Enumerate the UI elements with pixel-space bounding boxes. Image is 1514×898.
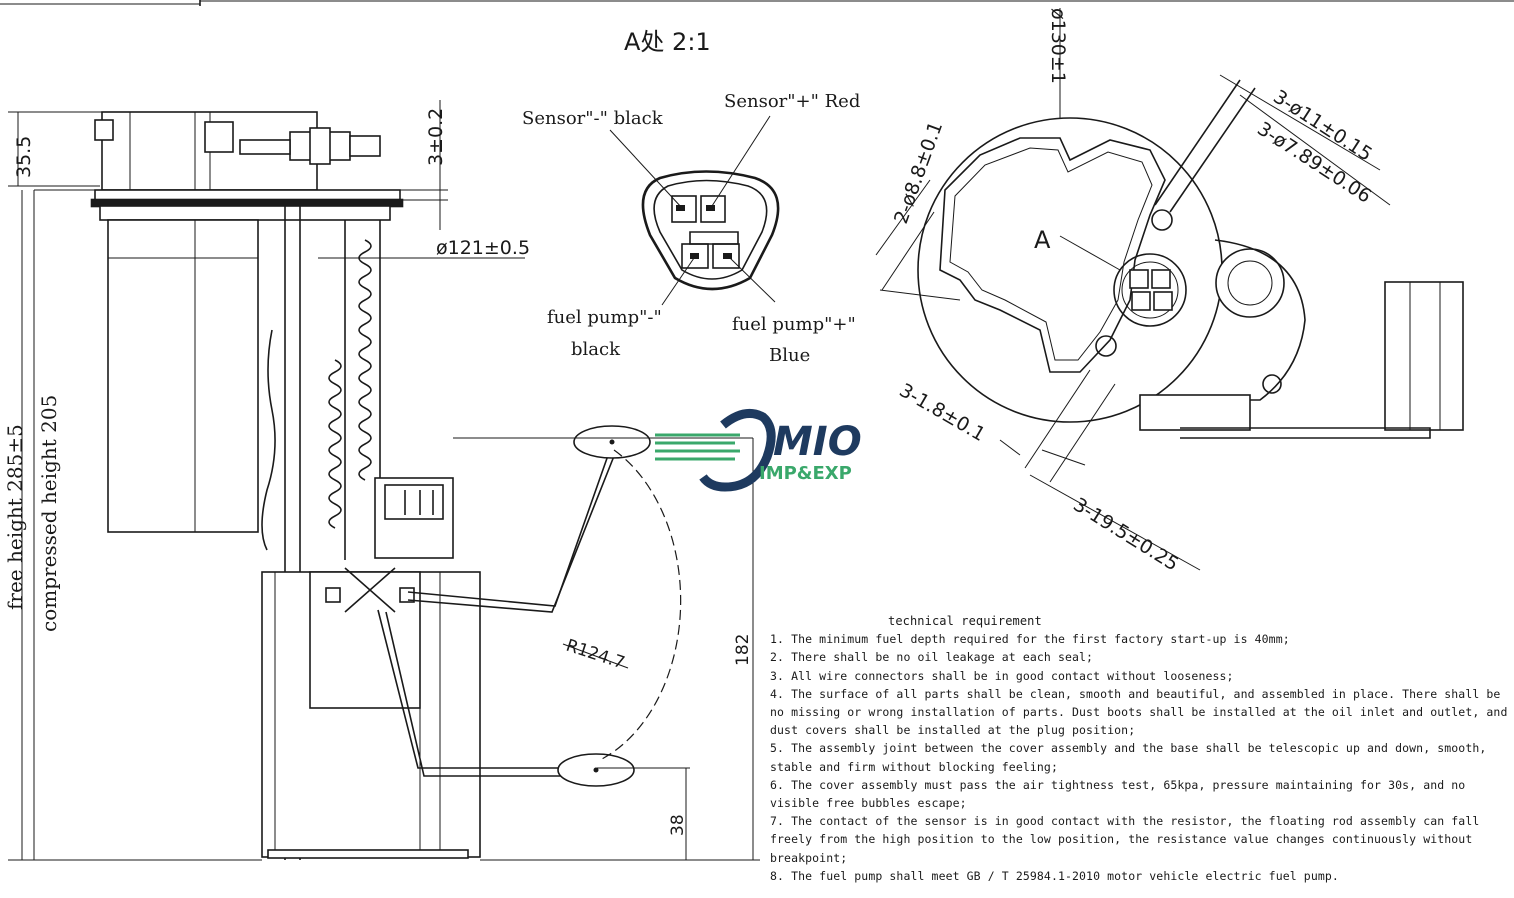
pump-plus-color: Blue xyxy=(769,345,810,366)
side-view xyxy=(90,111,682,860)
detail-title: A处 2:1 xyxy=(624,28,711,56)
tech-item: 3. All wire connectors shall be in good … xyxy=(770,668,1234,683)
compressed-height-label: compressed height 205 xyxy=(37,395,61,632)
tech-item: 5. The assembly joint between the cover … xyxy=(770,741,1487,774)
top-dimensions xyxy=(875,8,1391,571)
dim-35-5: 35.5 xyxy=(13,136,35,178)
dim-19-5: 3-19.5±0.25 xyxy=(1069,494,1182,576)
dim-38: 38 xyxy=(668,814,688,836)
dim-3-0-2: 3±0.2 xyxy=(425,108,447,166)
outlet-port xyxy=(1215,248,1285,318)
sensor-minus-label: Sensor"-" black xyxy=(522,108,664,129)
cover-plate xyxy=(939,137,1166,373)
connector-detail xyxy=(609,115,780,306)
pump-plus-label: fuel pump"+" xyxy=(732,314,856,335)
tech-item: 4. The surface of all parts shall be cle… xyxy=(770,686,1508,738)
pump-minus-label: fuel pump"-" xyxy=(547,307,662,328)
dim-8-8: 2-ø8.8±0.1 xyxy=(890,119,947,227)
dim-r124-7: R124.7 xyxy=(563,636,627,674)
tech-item: 6. The cover assembly must pass the air … xyxy=(770,777,1466,811)
logo-sub: IMP&EXP xyxy=(759,463,852,484)
free-height-label: free height 285±5 xyxy=(3,424,27,610)
side-dimensions xyxy=(8,100,760,861)
float-arm-low xyxy=(377,609,597,769)
float-arc xyxy=(599,449,682,761)
tech-item: 8. The fuel pump shall meet GB / T 25984… xyxy=(770,868,1339,883)
dim-182: 182 xyxy=(733,634,753,666)
float-top-view xyxy=(1384,281,1464,431)
marker-a: A xyxy=(1034,226,1051,254)
top-view xyxy=(879,79,1464,483)
logo-name: MIO xyxy=(773,419,862,465)
reservoir xyxy=(107,219,259,533)
coil-hose xyxy=(358,239,372,481)
technical-requirements: technical requirement 1. The minimum fue… xyxy=(770,612,1510,885)
sensor-plus-label: Sensor"+" Red xyxy=(724,91,860,112)
pump-minus-color: black xyxy=(571,339,621,360)
tech-item: 7. The contact of the sensor is in good … xyxy=(770,814,1480,865)
dim-121: ø121±0.5 xyxy=(436,237,530,259)
connector-socket xyxy=(1113,253,1187,327)
logo-mark xyxy=(699,408,776,492)
dim-130: ø130±1 xyxy=(1047,8,1069,84)
tech-item: 2. There shall be no oil leakage at each… xyxy=(770,650,1094,665)
tech-title: technical requirement xyxy=(888,614,1042,628)
mio-logo: MIO IMP&EXP xyxy=(655,408,862,492)
tech-item: 1. The minimum fuel depth required for t… xyxy=(770,632,1290,647)
